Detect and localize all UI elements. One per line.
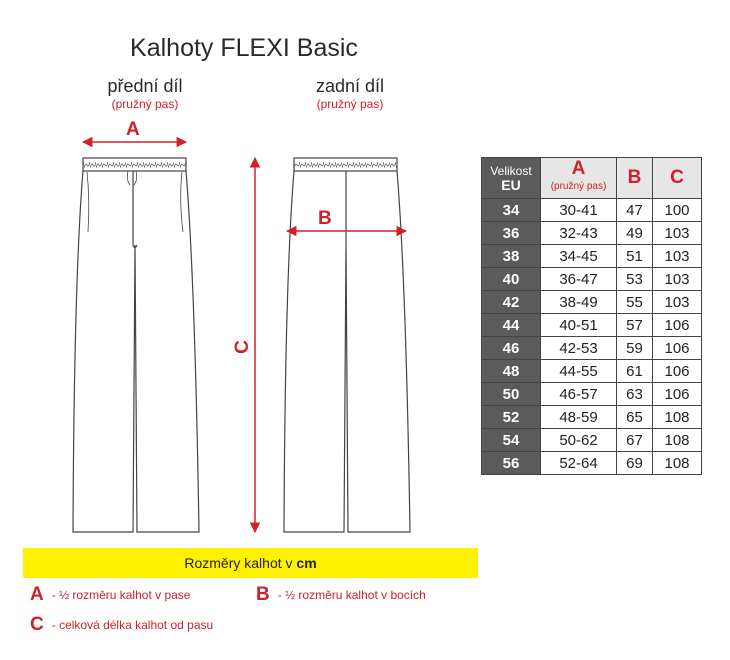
cell-a: 44-55	[540, 359, 617, 383]
cell-c: 103	[652, 290, 702, 314]
legend-a-letter: A	[30, 584, 44, 605]
cell-eu: 48	[481, 359, 541, 383]
cell-a: 48-59	[540, 405, 617, 429]
legend-a: A - ½ rozměru kalhot v pase	[30, 584, 190, 606]
header-eu: Velikost EU	[481, 157, 541, 199]
back-panel-sublabel: (pružný pas)	[316, 97, 384, 111]
cell-b: 53	[616, 267, 653, 291]
cell-a: 32-43	[540, 221, 617, 245]
units-bar-text: Rozměry kalhot v	[184, 555, 293, 571]
units-bar-unit: cm	[296, 555, 317, 571]
cell-a: 50-62	[540, 428, 617, 452]
cell-b: 61	[616, 359, 653, 383]
cell-b: 47	[616, 198, 653, 222]
back-waistband	[293, 157, 398, 172]
legend-b: B - ½ rozměru kalhot v bocích	[256, 584, 426, 606]
header-a-sub: (pružný pas)	[550, 181, 607, 192]
back-pants	[283, 157, 411, 533]
cell-a: 34-45	[540, 244, 617, 268]
cell-c: 103	[652, 244, 702, 268]
front-panel-label: přední díl	[107, 76, 183, 96]
cell-a: 40-51	[540, 313, 617, 337]
cell-b: 55	[616, 290, 653, 314]
cell-eu: 56	[481, 451, 541, 475]
cell-eu: 38	[481, 244, 541, 268]
cell-b: 49	[616, 221, 653, 245]
cell-c: 103	[652, 221, 702, 245]
units-bar: Rozměry kalhot v cm	[23, 548, 478, 578]
pants-technical-drawing	[72, 136, 411, 534]
cell-a: 38-49	[540, 290, 617, 314]
legend-c-text: - celková délka kalhot od pasu	[51, 618, 214, 632]
cell-b: 59	[616, 336, 653, 360]
header-eu-sub: EU	[501, 177, 521, 193]
legend-b-letter: B	[256, 584, 270, 605]
cell-a: 42-53	[540, 336, 617, 360]
page-title: Kalhoty FLEXI Basic	[130, 34, 358, 62]
cell-b: 57	[616, 313, 653, 337]
cell-eu: 36	[481, 221, 541, 245]
cell-a: 52-64	[540, 451, 617, 475]
cell-eu: 46	[481, 336, 541, 360]
front-waistband	[82, 157, 187, 172]
cell-a: 46-57	[540, 382, 617, 406]
cell-c: 106	[652, 359, 702, 383]
cell-b: 65	[616, 405, 653, 429]
header-eu-label: Velikost	[490, 164, 532, 178]
cell-a: 30-41	[540, 198, 617, 222]
cell-eu: 40	[481, 267, 541, 291]
legend-c-letter: C	[30, 614, 44, 635]
header-a: A (pružný pas)	[540, 157, 617, 199]
cell-eu: 34	[481, 198, 541, 222]
header-b: B	[616, 157, 653, 199]
dimension-b-label: B	[318, 208, 332, 229]
dimension-a-label: A	[126, 119, 140, 140]
drawstring	[126, 170, 138, 186]
cell-c: 100	[652, 198, 702, 222]
cell-b: 67	[616, 428, 653, 452]
cell-c: 108	[652, 428, 702, 452]
header-c: C	[652, 157, 702, 199]
cell-eu: 54	[481, 428, 541, 452]
cell-eu: 44	[481, 313, 541, 337]
legend-b-text: - ½ rozměru kalhot v bocích	[277, 588, 426, 602]
cell-eu: 52	[481, 405, 541, 429]
cell-c: 108	[652, 451, 702, 475]
cell-eu: 50	[481, 382, 541, 406]
cell-b: 51	[616, 244, 653, 268]
back-panel-label: zadní díl	[315, 76, 385, 96]
legend-c: C - celková délka kalhot od pasu	[30, 614, 213, 636]
front-pants	[72, 157, 200, 533]
legend-a-text: - ½ rozměru kalhot v pase	[51, 588, 191, 602]
cell-b: 63	[616, 382, 653, 406]
cell-c: 106	[652, 313, 702, 337]
cell-a: 36-47	[540, 267, 617, 291]
cell-b: 69	[616, 451, 653, 475]
cell-c: 108	[652, 405, 702, 429]
header-a-letter: A	[571, 158, 586, 179]
cell-eu: 42	[481, 290, 541, 314]
cell-c: 106	[652, 336, 702, 360]
cell-c: 106	[652, 382, 702, 406]
front-panel-sublabel: (pružný pas)	[111, 97, 179, 111]
dimension-c-label: C	[231, 340, 253, 354]
cell-c: 103	[652, 267, 702, 291]
